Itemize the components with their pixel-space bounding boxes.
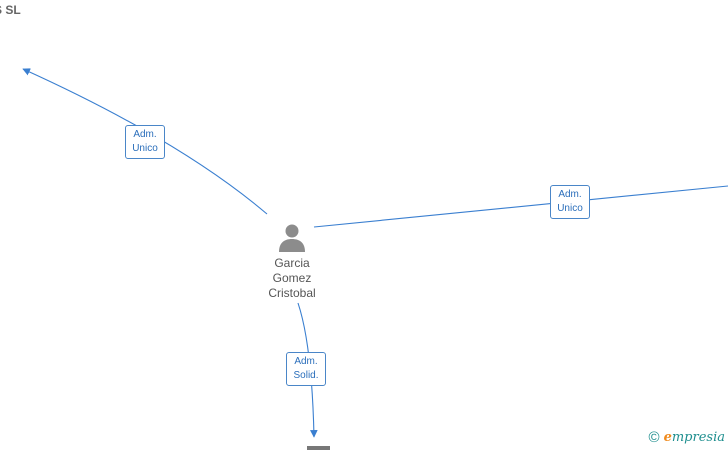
copyright-icon: © <box>648 429 660 446</box>
company-name-partial[interactable]: S SL <box>0 3 21 17</box>
edge-label-adm-unico-right[interactable]: Adm. Unico <box>550 185 590 219</box>
person-name[interactable]: Garcia Gomez Cristobal <box>256 256 328 301</box>
person-icon <box>279 224 305 252</box>
brand-logo: empresia <box>663 430 725 445</box>
edge-to-right-company <box>313 185 728 228</box>
empresia-watermark: © empresia <box>649 429 725 446</box>
person-name-line: Gomez <box>272 271 312 285</box>
edge-label-line1: Adm. <box>558 189 582 200</box>
edge-label-adm-solid[interactable]: Adm. Solid. <box>286 352 326 386</box>
edge-label-line2: Unico <box>557 203 583 214</box>
person-name-line: Cristobal <box>268 286 316 300</box>
person-name-line: Garcia <box>274 256 310 270</box>
company-node-icon-partial[interactable] <box>307 446 330 450</box>
edge-label-line2: Solid. <box>293 370 319 381</box>
edge-label-line2: Unico <box>132 143 158 154</box>
edge-label-line1: Adm. <box>133 129 157 140</box>
edge-label-line1: Adm. <box>294 356 318 367</box>
person-node[interactable]: Garcia Gomez Cristobal <box>256 222 328 301</box>
edge-label-adm-unico-left[interactable]: Adm. Unico <box>125 125 165 159</box>
